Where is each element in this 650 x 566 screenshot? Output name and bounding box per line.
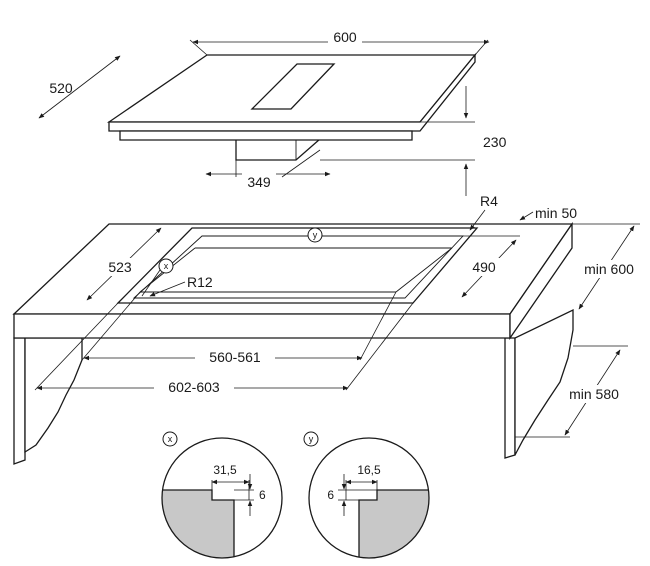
cutout-marker-y: y xyxy=(313,230,318,240)
cutout-radius-outer-label: R4 xyxy=(480,193,498,209)
cutout-outer-rim xyxy=(116,227,479,304)
cutout-depth-inner-label: 490 xyxy=(472,259,496,275)
hob-extractor-slot xyxy=(250,63,336,110)
cabinet-right-side xyxy=(504,337,516,459)
cabinet-right-back xyxy=(514,308,574,456)
cutout-depth-label: 523 xyxy=(108,259,132,275)
worktop-side-edge xyxy=(509,221,573,341)
hob-depth-label: 520 xyxy=(49,80,73,96)
worktop-dimensions: R4 min 50 min 600 min 580 523 490 R12 x xyxy=(34,193,640,438)
detail-y-depth-label: 6 xyxy=(327,488,334,502)
detail-y: y 16,5 6 xyxy=(303,431,430,559)
detail-y-width-label: 16,5 xyxy=(357,463,381,477)
hob-width-label: 600 xyxy=(333,29,357,45)
hob-drawing xyxy=(106,53,477,161)
hob-box-width-label: 349 xyxy=(247,174,271,190)
detail-x-depth-label: 6 xyxy=(259,488,266,502)
hob-height-label: 230 xyxy=(483,134,507,150)
hob-base-plate xyxy=(119,130,413,141)
cutout-width-outer-label: 602-603 xyxy=(168,379,220,395)
hob-under-box xyxy=(235,138,322,161)
cutout-marker-x: x xyxy=(164,261,169,271)
detail-x: x 31,5 6 xyxy=(161,431,283,559)
cabinet-left-inner xyxy=(24,337,83,454)
min-cabinet-label: min 580 xyxy=(569,386,619,402)
cutout-width-inner-label: 560-561 xyxy=(209,349,261,365)
hob-dimensions: 600 520 230 349 xyxy=(38,28,507,196)
detail-y-marker: y xyxy=(309,434,314,444)
cabinet-left-side xyxy=(13,337,26,465)
min-worktop-label: min 600 xyxy=(584,261,634,277)
detail-x-width-label: 31,5 xyxy=(213,463,237,477)
min-back-label: min 50 xyxy=(535,205,577,221)
detail-x-marker: x xyxy=(168,434,173,444)
cutout-radius-inner-label: R12 xyxy=(187,274,213,290)
